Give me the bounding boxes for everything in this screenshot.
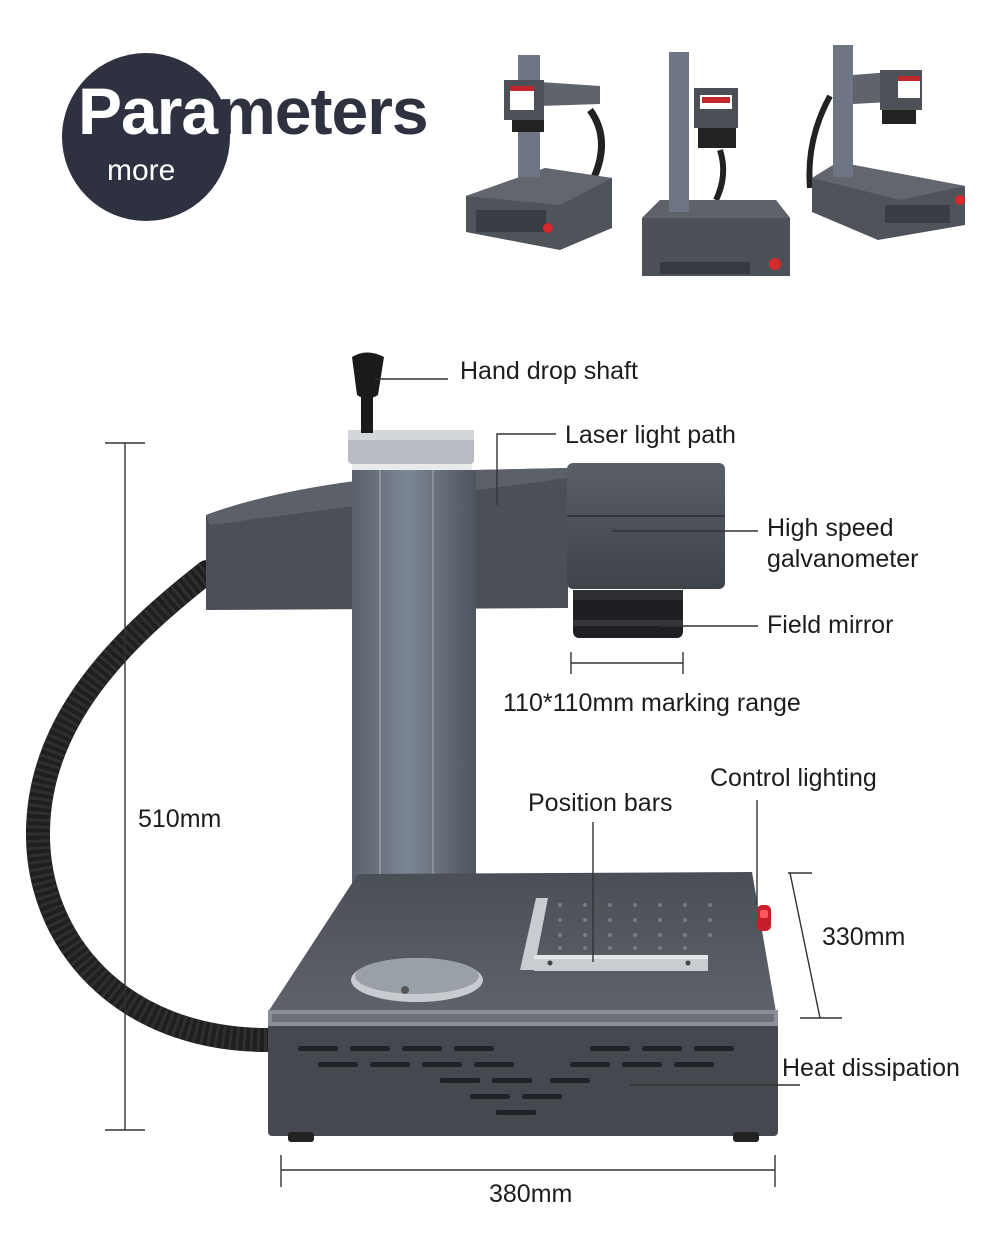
galvanometer-head [567,463,725,589]
label-hand-drop-shaft: Hand drop shaft [460,357,638,385]
page-subtitle: more [107,154,176,187]
dimension-height: 510mm [138,805,222,833]
label-control-lighting: Control lighting [710,764,877,792]
hand-drop-shaft [352,352,384,399]
table-holes [558,903,712,950]
position-bars [520,898,708,971]
title-badge [62,53,230,221]
dimension-width: 380mm [489,1180,573,1208]
page-title-part2: meters [217,74,428,148]
page-title-part1: Para [78,74,218,148]
callout-lines [105,378,842,1187]
label-marking-range: 110*110mm marking range [503,689,801,717]
label-heat-dissipation: Heat dissipation [782,1054,960,1082]
label-position-bars: Position bars [528,789,673,817]
main-machine [25,352,778,1142]
thumbnail-machine-1 [466,55,612,250]
page-title: Parameters [78,78,429,144]
heat-vents [298,1046,734,1115]
dimension-depth: 330mm [822,923,906,951]
thumbnail-machine-2 [642,52,790,276]
base-top [268,872,776,1012]
base-body [268,1010,778,1136]
label-galvanometer-line1: High speed [767,514,894,542]
label-field-mirror: Field mirror [767,611,894,639]
thumbnail-machine-3 [806,45,965,240]
label-laser-light-path: Laser light path [565,421,736,449]
label-galvanometer-line2: galvanometer [767,545,919,573]
